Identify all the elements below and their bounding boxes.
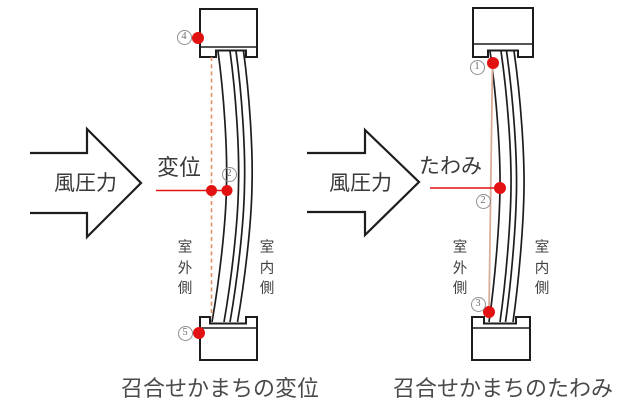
left-top-frame	[199, 8, 258, 58]
right-stile-curve-3	[504, 50, 518, 323]
right-stile-curve-4	[512, 50, 525, 323]
left-outdoor-side-label: 室外側	[177, 240, 193, 297]
right-marker-bottom-badge: 3	[470, 296, 486, 312]
right-indoor-side-label: 室内側	[534, 240, 550, 297]
right-figure-caption: 召合せかまちのたわみ	[393, 376, 614, 401]
left-point-middle-origin-dot	[206, 185, 217, 196]
left-bottom-frame	[199, 316, 258, 361]
left-displacement-label: 変位	[157, 155, 202, 180]
right-figure	[307, 7, 534, 361]
left-point-middle-displaced-dot	[221, 185, 233, 196]
right-wind-arrow-icon	[307, 127, 421, 238]
left-point-bottom-dot	[193, 327, 205, 339]
left-stile-curve-4	[236, 50, 254, 323]
left-point-top-dot	[192, 32, 204, 44]
right-point-top-dot	[487, 57, 499, 69]
left-stile-curve-2	[223, 50, 240, 323]
left-figure-caption: 召合せかまちの変位	[121, 376, 320, 401]
left-marker-top-badge: 4	[176, 29, 192, 45]
right-bottom-frame	[471, 316, 531, 361]
left-marker-middle-badge: 2	[221, 166, 237, 182]
right-marker-top-badge: 1	[469, 59, 485, 75]
left-wind-arrow-icon	[30, 126, 143, 240]
left-marker-bottom-badge: 5	[177, 325, 193, 341]
right-stile-curve-2	[499, 50, 512, 323]
right-outdoor-side-label: 室外側	[452, 240, 468, 297]
right-point-middle-dot	[494, 182, 506, 194]
left-indoor-side-label: 室内側	[259, 240, 275, 297]
right-top-frame	[472, 7, 534, 58]
right-wind-pressure-label: 風圧力	[329, 171, 392, 195]
left-figure	[30, 8, 258, 361]
left-stile-curve-3	[229, 50, 246, 323]
left-wind-pressure-label: 風圧力	[54, 171, 117, 195]
right-marker-middle-badge: 2	[475, 193, 491, 209]
right-point-bottom-dot	[483, 306, 495, 318]
right-deflection-label: たわみ	[419, 154, 482, 178]
left-stile-curves	[211, 50, 254, 323]
left-stile-curve-1	[211, 50, 228, 323]
